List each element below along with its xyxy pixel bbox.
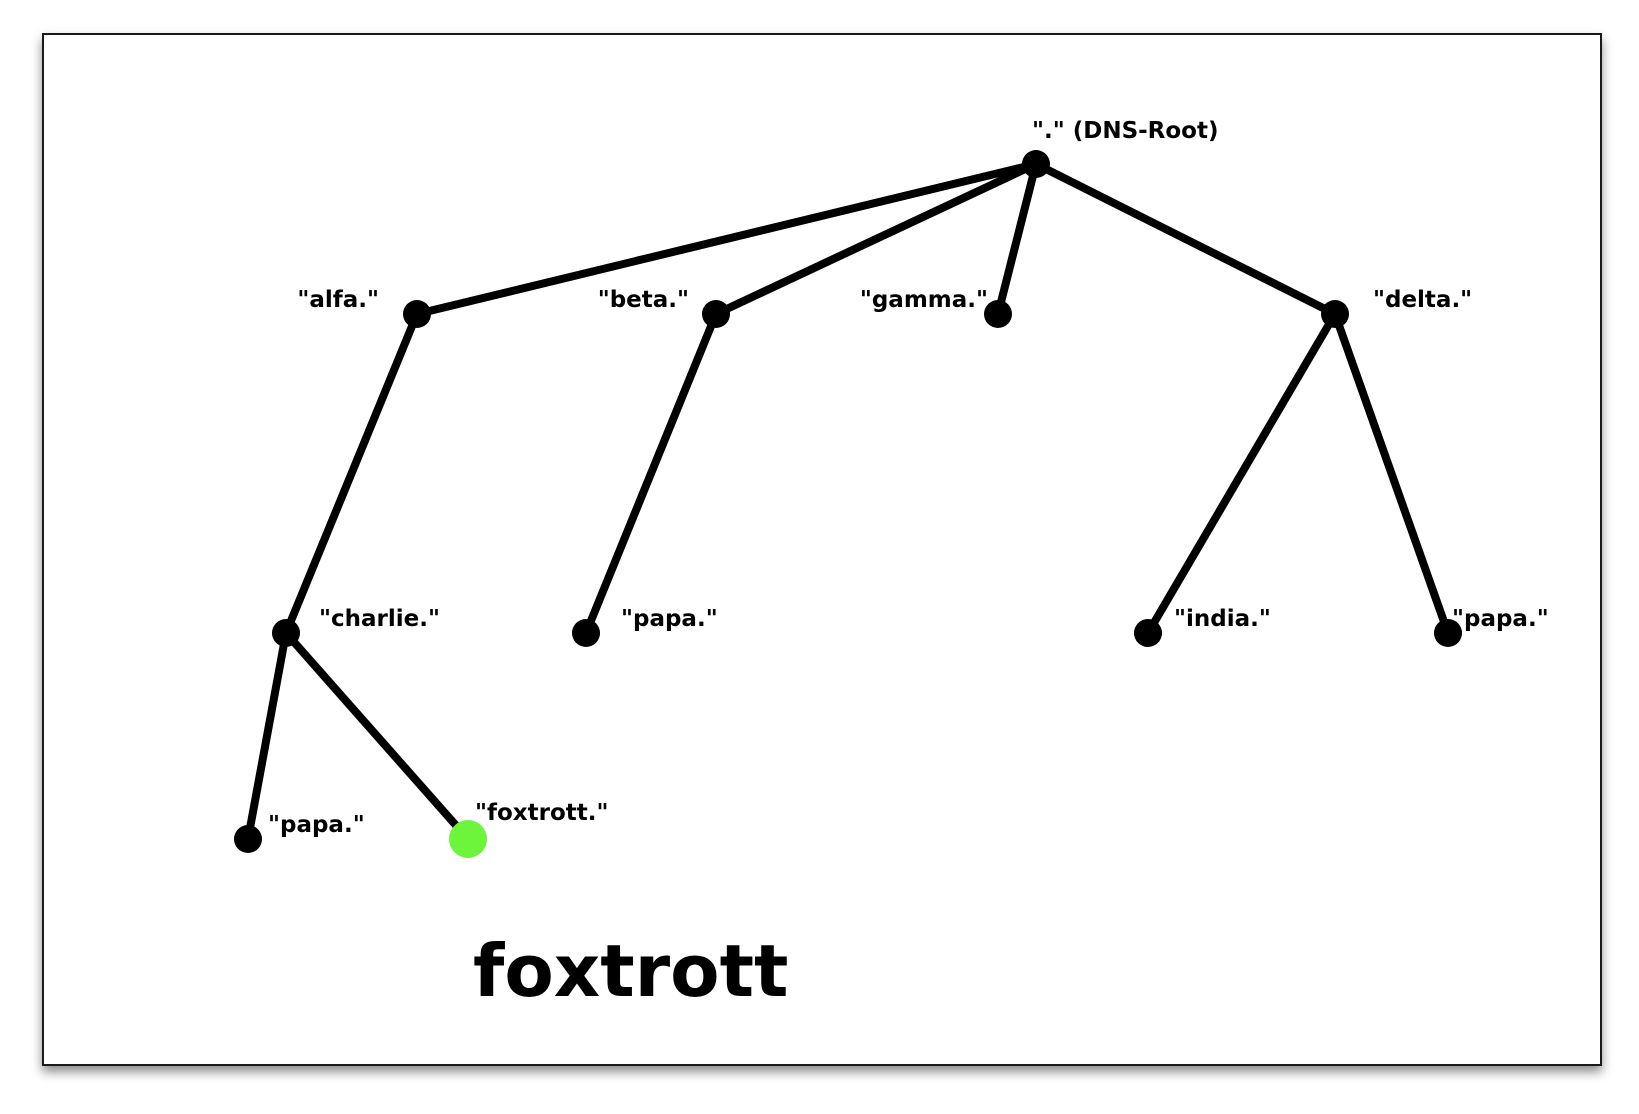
node-beta xyxy=(702,300,730,328)
edge-root-gamma xyxy=(994,160,1040,318)
edge-root-delta xyxy=(1032,160,1339,318)
edge-charlie-foxtrott xyxy=(282,629,472,843)
node-foxtrott xyxy=(449,820,487,858)
node-charlie xyxy=(272,619,300,647)
edge-charlie-papa-charlie xyxy=(244,629,290,843)
node-label-delta: "delta." xyxy=(1373,287,1472,313)
edges-layer xyxy=(244,160,1452,843)
node-root xyxy=(1022,150,1050,178)
edge-beta-papa-beta xyxy=(582,310,720,637)
node-gamma xyxy=(984,300,1012,328)
node-india xyxy=(1134,619,1162,647)
edge-delta-papa-delta xyxy=(1331,310,1452,637)
node-alfa xyxy=(403,300,431,328)
edge-root-beta xyxy=(712,160,1040,318)
node-label-papa-charlie: "papa." xyxy=(268,812,365,838)
node-label-papa-delta: "papa." xyxy=(1452,606,1549,632)
edge-alfa-charlie xyxy=(282,310,421,637)
node-papa-delta xyxy=(1434,619,1462,647)
node-label-papa-beta: "papa." xyxy=(621,606,718,632)
node-papa-charlie xyxy=(234,825,262,853)
node-papa-beta xyxy=(572,619,600,647)
slide-frame xyxy=(42,33,1602,1066)
node-label-foxtrott: "foxtrott." xyxy=(475,800,608,826)
node-delta xyxy=(1321,300,1349,328)
node-label-gamma: "gamma." xyxy=(860,287,988,313)
node-label-india: "india." xyxy=(1174,606,1271,632)
edge-delta-india xyxy=(1144,310,1339,637)
node-label-beta: "beta." xyxy=(598,287,689,313)
answer-text: foxtrott xyxy=(473,929,788,1013)
node-label-charlie: "charlie." xyxy=(319,606,440,632)
nodes-layer xyxy=(234,150,1462,858)
node-label-alfa: "alfa." xyxy=(297,287,379,313)
edge-root-alfa xyxy=(413,160,1040,318)
labels-layer: "." (DNS-Root) "alfa." "beta." "gamma." "del… xyxy=(268,118,1549,838)
node-label-root: "." (DNS-Root) xyxy=(1032,118,1219,144)
